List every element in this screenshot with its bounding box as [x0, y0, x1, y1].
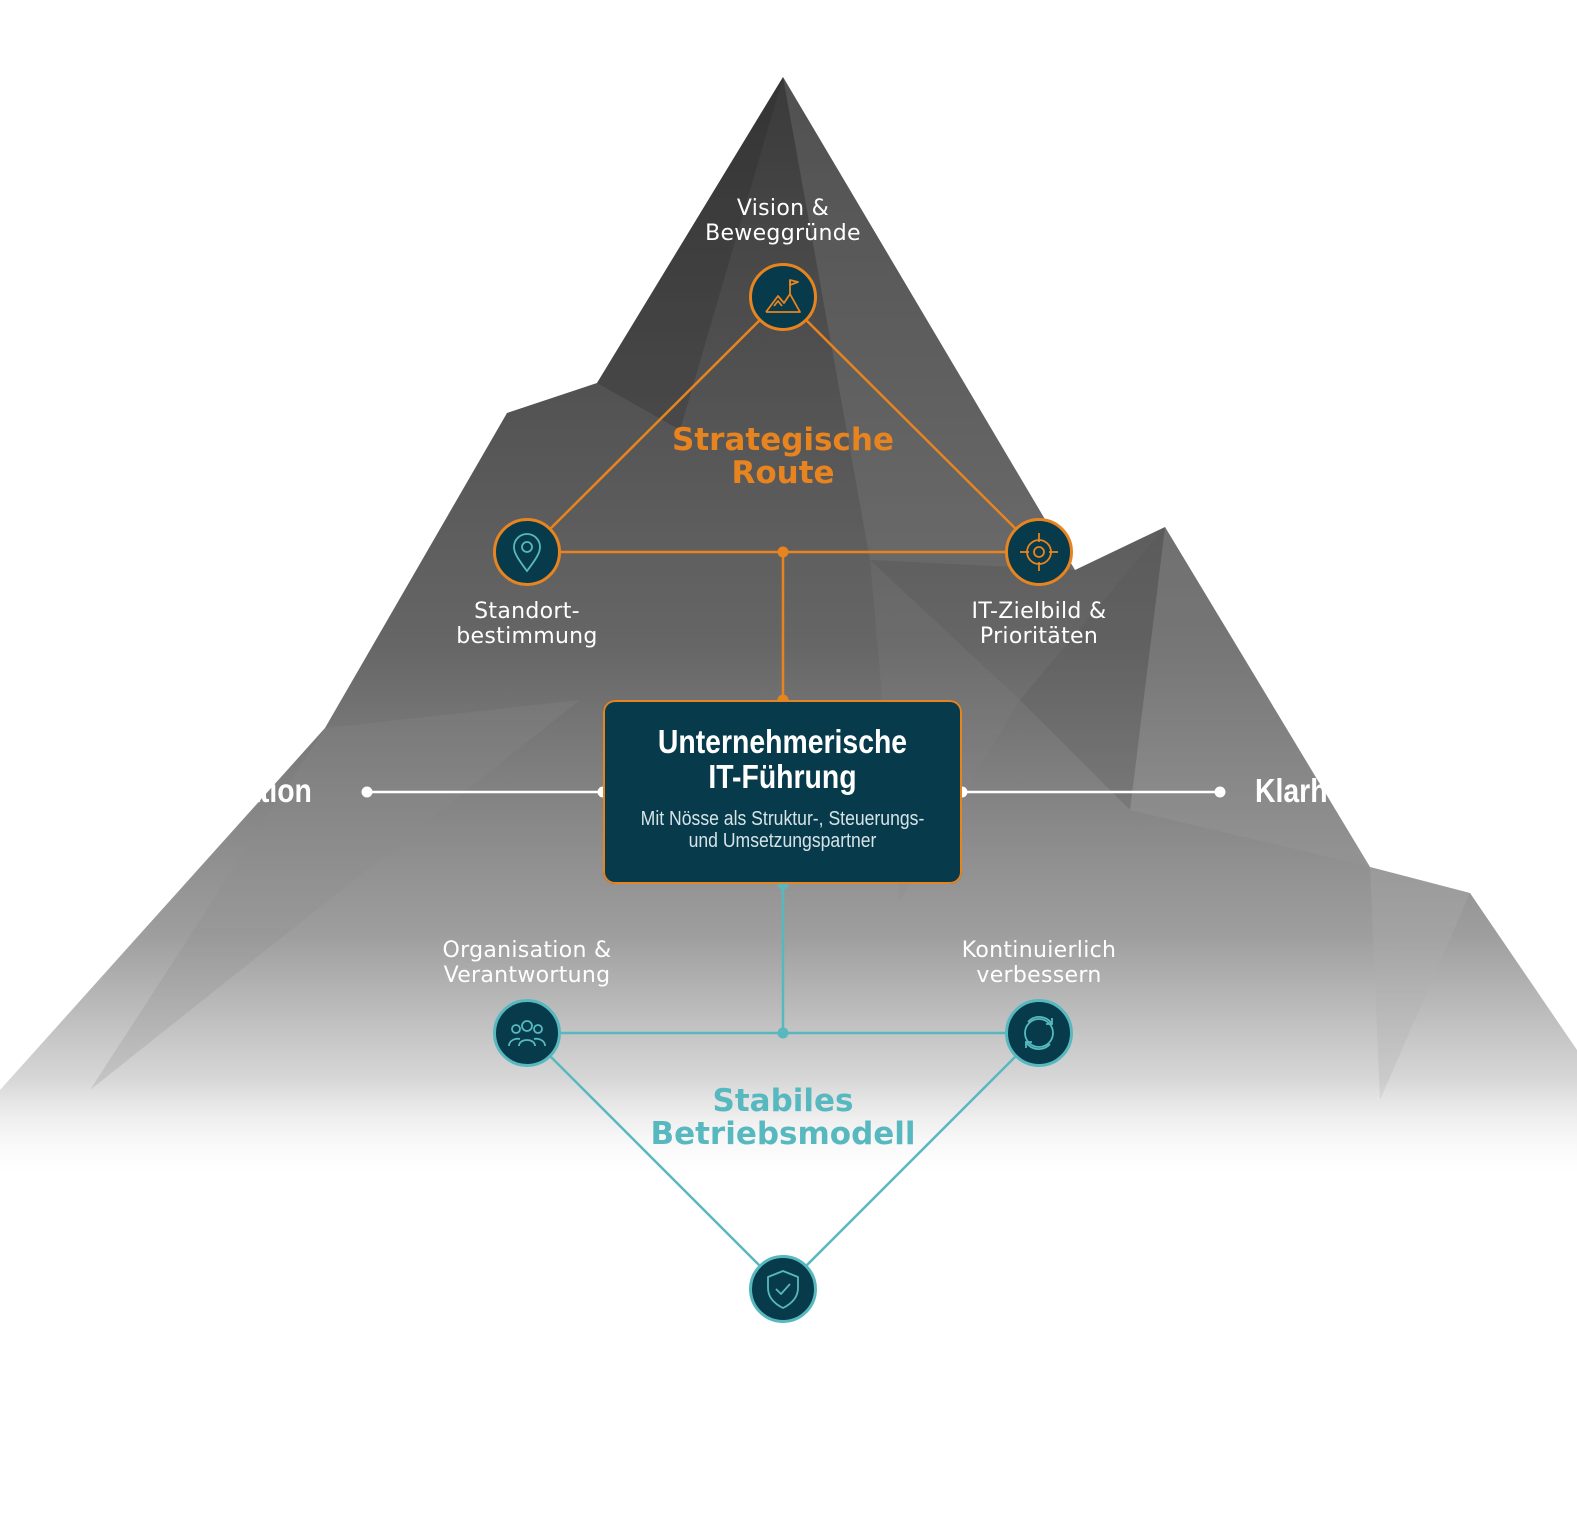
center-title-line-2: IT-Führung — [708, 758, 857, 795]
vision-label: Vision & Beweggründe — [683, 196, 883, 246]
standort-label-line-1: Standort- — [474, 599, 580, 624]
kontinuierlich-label: Kontinuierlich verbessern — [929, 938, 1149, 988]
vision-node — [749, 263, 817, 331]
center-box: Unternehmerische IT-Führung Mit Nösse al… — [603, 700, 962, 884]
center-title-line-1: Unternehmerische — [657, 723, 908, 760]
location-pin-icon — [513, 533, 541, 573]
mountain-facet — [1130, 527, 1370, 867]
operating-model-title: Stabiles Betriebsmodell — [608, 1085, 958, 1151]
mountain-facet — [90, 700, 580, 1090]
standort-node — [493, 518, 561, 586]
organisation-label-line-2: Verantwortung — [443, 963, 611, 988]
junction-dot — [777, 1027, 789, 1039]
mountain-flag-icon — [765, 279, 801, 313]
operating-model-title-line-2: Betriebsmodell — [650, 1116, 916, 1152]
connector-dot — [361, 786, 373, 798]
operating-model-connectors — [526, 884, 1040, 1290]
target-icon — [1020, 533, 1058, 571]
kontinuierlich-node — [1005, 999, 1073, 1067]
zielbild-node — [1005, 518, 1073, 586]
zielbild-label-line-2: Prioritäten — [979, 624, 1099, 649]
center-subtitle: Mit Nösse als Struktur-, Steuerungs- und… — [625, 808, 941, 852]
klarheit-label: Klarh — [1255, 772, 1328, 809]
strategic-route-title-line-1: Strategische — [672, 422, 894, 458]
mountain-facet — [597, 77, 783, 430]
vision-label-line-1: Vision & — [736, 196, 830, 221]
zielbild-label-line-1: IT-Zielbild & — [971, 599, 1107, 624]
center-title: Unternehmerische IT-Führung — [628, 724, 937, 794]
organisation-label-line-1: Organisation & — [442, 938, 612, 963]
vision-label-line-2: Beweggründe — [705, 221, 861, 246]
strategic-route-title-line-2: Route — [731, 455, 835, 491]
connector-dot — [1214, 786, 1226, 798]
center-subtitle-line-2: und Umsetzungspartner — [688, 830, 877, 852]
mountain-facet — [1020, 527, 1165, 810]
standort-label: Standort- bestimmung — [427, 599, 627, 649]
strategic-route-title: Strategische Route — [633, 424, 933, 490]
motivation-label: Motivation — [170, 772, 312, 809]
zielbild-label: IT-Zielbild & Prioritäten — [919, 599, 1159, 649]
standort-label-line-2: bestimmung — [456, 624, 598, 649]
organisation-label: Organisation & Verantwortung — [417, 938, 637, 988]
mountain-facet — [783, 77, 1075, 570]
organisation-node — [493, 999, 561, 1067]
people-group-icon — [508, 1020, 546, 1047]
center-subtitle-line-1: Mit Nösse als Struktur-, Steuerungs- — [640, 808, 925, 830]
kontinuierlich-label-line-1: Kontinuierlich — [961, 938, 1117, 963]
sicherheit-node — [749, 1255, 817, 1323]
refresh-cycle-icon — [1024, 1016, 1054, 1050]
junction-dot — [777, 546, 789, 558]
operating-model-title-line-1: Stabiles — [712, 1083, 854, 1119]
mountain-facet — [1370, 867, 1470, 1100]
kontinuierlich-label-line-2: verbessern — [976, 963, 1102, 988]
shield-check-icon — [767, 1270, 799, 1309]
